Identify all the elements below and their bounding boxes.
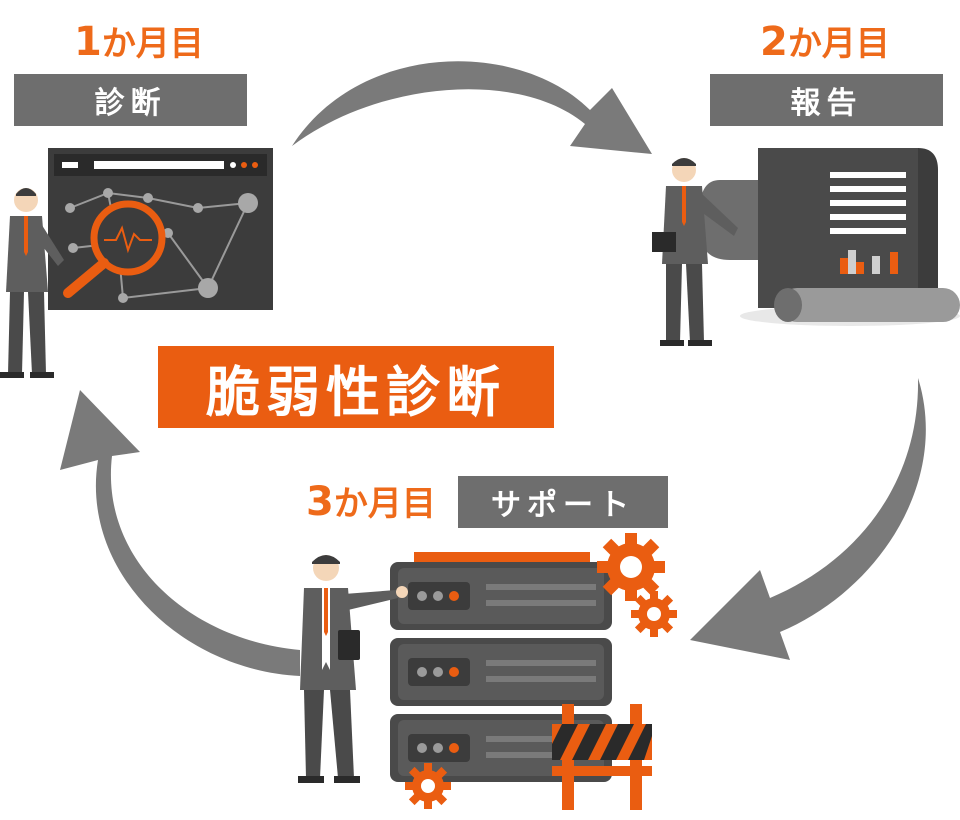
- businessman-icon: [0, 188, 64, 378]
- step1-month: 1か月目: [74, 22, 204, 62]
- barricade-icon: [552, 704, 652, 810]
- step2-label: 報告: [710, 74, 943, 126]
- gear-icon: [631, 591, 677, 637]
- gear-icon: [405, 763, 451, 809]
- step3-month: 3か月目: [306, 482, 436, 522]
- step2-month-suffix: か月目: [787, 24, 890, 64]
- businessman-icon: [298, 555, 408, 783]
- step1-month-number: 1: [74, 19, 102, 65]
- center-title: 脆弱性診断: [158, 346, 554, 428]
- step3-label: サポート: [458, 476, 668, 528]
- step2-month-number: 2: [760, 19, 788, 65]
- step1-label: 診断: [14, 74, 247, 126]
- step1-month-suffix: か月目: [101, 24, 204, 64]
- businessman-icon: [652, 158, 738, 346]
- step3-month-number: 3: [306, 479, 334, 525]
- step2-month: 2か月目: [760, 22, 890, 62]
- step3-month-suffix: か月目: [333, 484, 436, 524]
- magnifier-monitor-icon: [48, 148, 273, 310]
- gear-icon: [597, 533, 665, 601]
- report-scroll-icon: [700, 148, 960, 326]
